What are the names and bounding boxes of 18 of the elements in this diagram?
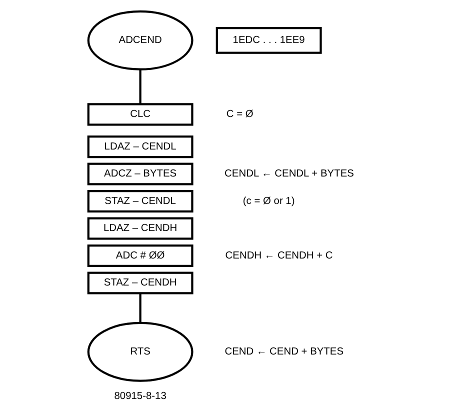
node-box: 1EDC . . . 1EE9 (216, 27, 322, 54)
node-label: CEND ← CEND + BYTES (224, 346, 344, 358)
label: CENDL ← CENDL + BYTES (224, 168, 354, 180)
node-box: LDAZ – CENDH (87, 217, 194, 240)
node-label: C = Ø (226, 109, 254, 120)
connector (139, 69, 142, 104)
node-box: ADCZ – BYTES (87, 162, 194, 186)
node-box: STAZ – CENDH (87, 272, 194, 294)
label: (c = Ø or 1) (242, 196, 295, 207)
label: 80915-8-13 (114, 391, 166, 402)
node-box: LDAZ – CENDL (87, 136, 194, 158)
node-ellipse: ADCEND (87, 10, 194, 70)
connector (139, 293, 142, 323)
node-ellipse: RTS (87, 322, 194, 382)
node-box: ADC # ØØ (87, 244, 194, 267)
node-box: CLC (87, 103, 194, 126)
label: CENDH ← CENDH + C (225, 250, 333, 262)
node-box: STAZ – CENDL (87, 190, 194, 213)
